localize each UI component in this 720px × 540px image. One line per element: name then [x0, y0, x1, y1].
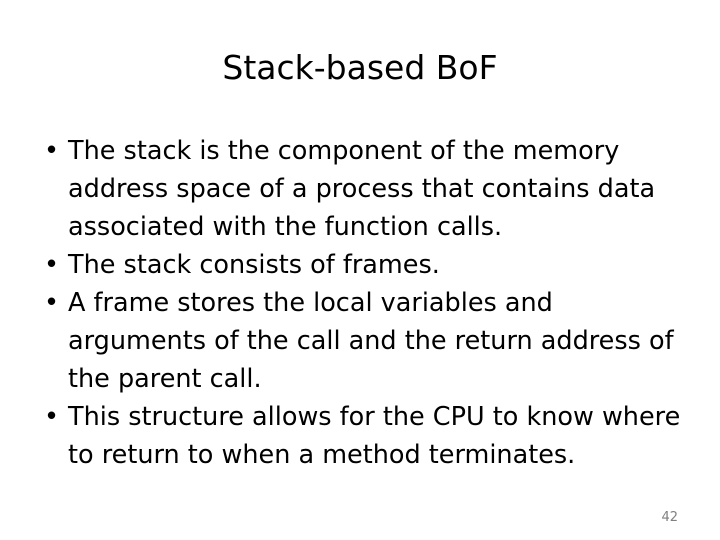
list-item-text: This structure allows for the CPU to kno…: [68, 402, 681, 470]
slide-body: • The stack is the component of the memo…: [36, 132, 684, 474]
bullet-dot-icon: •: [44, 250, 60, 280]
page-number: 42: [661, 510, 678, 525]
bullet-list: • The stack is the component of the memo…: [36, 132, 684, 474]
list-item-text: The stack is the component of the memory…: [68, 136, 656, 242]
bullet-dot-icon: •: [44, 402, 60, 432]
bullet-dot-icon: •: [44, 136, 60, 166]
list-item: • The stack consists of frames.: [36, 246, 684, 284]
bullet-dot-icon: •: [44, 288, 60, 318]
list-item: • The stack is the component of the memo…: [36, 132, 684, 246]
list-item: • This structure allows for the CPU to k…: [36, 398, 684, 474]
list-item: • A frame stores the local variables and…: [36, 284, 684, 398]
page-title: Stack-based BoF: [222, 48, 498, 87]
list-item-text: A frame stores the local variables and a…: [68, 288, 674, 394]
list-item-text: The stack consists of frames.: [68, 250, 440, 280]
